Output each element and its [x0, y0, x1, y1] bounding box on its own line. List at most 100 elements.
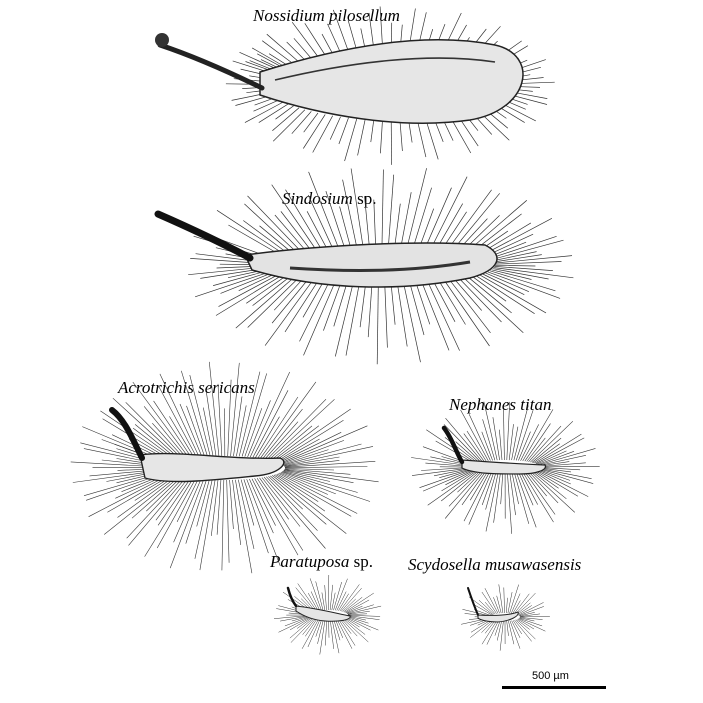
bristle — [268, 476, 303, 510]
label-scydosella: Scydosella musawasensis — [408, 555, 581, 575]
bristle — [331, 619, 340, 654]
bristle — [303, 112, 319, 133]
bristle — [255, 416, 280, 458]
bristle — [443, 424, 481, 463]
wing-vein — [274, 57, 496, 81]
wing-stalk — [286, 586, 298, 608]
label-nephanes: Nephanes titan — [449, 395, 551, 415]
bristle — [345, 284, 360, 356]
bristle — [268, 399, 335, 461]
bristle — [125, 402, 183, 460]
bristle — [295, 587, 316, 612]
bristle — [455, 441, 480, 463]
bristle — [503, 409, 505, 461]
bristle — [324, 585, 327, 611]
bristle — [400, 192, 412, 246]
bristle — [244, 408, 263, 457]
bristle — [317, 619, 324, 644]
bristle — [260, 381, 317, 459]
bristle — [243, 220, 288, 254]
bristle — [303, 114, 326, 149]
bristle — [272, 425, 320, 461]
bristle — [336, 591, 347, 611]
bristle — [515, 592, 536, 615]
bristle — [131, 475, 181, 519]
bristle — [323, 283, 341, 331]
bristle — [279, 472, 328, 495]
bristle — [514, 619, 532, 642]
bristle — [285, 189, 321, 249]
wing-blade — [461, 459, 547, 475]
bristle — [519, 613, 541, 617]
label-nossidium: Nossidium pilosellum — [253, 6, 400, 26]
bristle — [306, 211, 327, 248]
bristle — [514, 473, 530, 524]
scale-bar-label: 500 µm — [532, 670, 569, 682]
bristle — [457, 471, 480, 493]
bristle — [459, 279, 502, 323]
bristle — [249, 478, 274, 534]
bristle — [489, 270, 556, 292]
bristle — [282, 449, 329, 465]
bristle — [464, 278, 524, 333]
bristle — [221, 479, 225, 571]
bristle — [235, 277, 294, 329]
bristle — [496, 620, 502, 641]
bristle — [328, 574, 330, 611]
bristle — [519, 617, 535, 622]
bristle — [284, 466, 368, 469]
bristle — [270, 425, 313, 461]
bristle — [539, 466, 600, 468]
bristle — [259, 225, 292, 253]
bristle — [261, 40, 294, 65]
bristle — [303, 283, 335, 356]
wing-vein — [289, 260, 471, 272]
bristle — [279, 425, 368, 464]
bristle — [490, 239, 564, 261]
bristle — [324, 619, 328, 646]
bristle — [339, 618, 352, 634]
bristle — [307, 194, 333, 247]
bristle — [508, 424, 514, 461]
bristle — [522, 409, 554, 462]
bristle — [482, 273, 525, 296]
bristle — [169, 479, 205, 569]
bristle — [508, 620, 515, 645]
bristle — [444, 281, 490, 347]
bristle — [227, 379, 232, 457]
bristle — [520, 473, 538, 505]
bristle — [290, 618, 315, 643]
bristle — [310, 591, 320, 611]
bristle — [397, 284, 408, 347]
bristle — [343, 597, 363, 613]
bristle — [461, 472, 486, 506]
bristle — [185, 479, 207, 544]
bristle — [304, 23, 326, 56]
bristle — [251, 478, 276, 526]
bristle — [496, 595, 502, 614]
bristle — [433, 282, 456, 322]
bristle — [299, 282, 330, 342]
bristle — [327, 23, 342, 54]
bristle — [252, 390, 289, 458]
bristle — [539, 468, 592, 479]
bristle — [247, 278, 298, 328]
bristle — [422, 469, 473, 492]
bristle — [500, 473, 503, 505]
bristle — [468, 277, 512, 314]
bristle — [228, 224, 281, 256]
bristle — [447, 189, 492, 250]
bristle — [494, 264, 536, 267]
bristle — [112, 397, 181, 461]
bristle — [493, 597, 500, 614]
bristle — [520, 424, 539, 461]
bristle — [240, 479, 255, 526]
bristle — [367, 284, 373, 338]
bristle — [232, 479, 241, 545]
bristle — [498, 584, 504, 614]
wing-nephanes — [411, 401, 600, 534]
bristle — [463, 433, 485, 462]
bristle — [509, 473, 516, 516]
bristle — [293, 38, 312, 59]
bristle — [409, 284, 425, 336]
